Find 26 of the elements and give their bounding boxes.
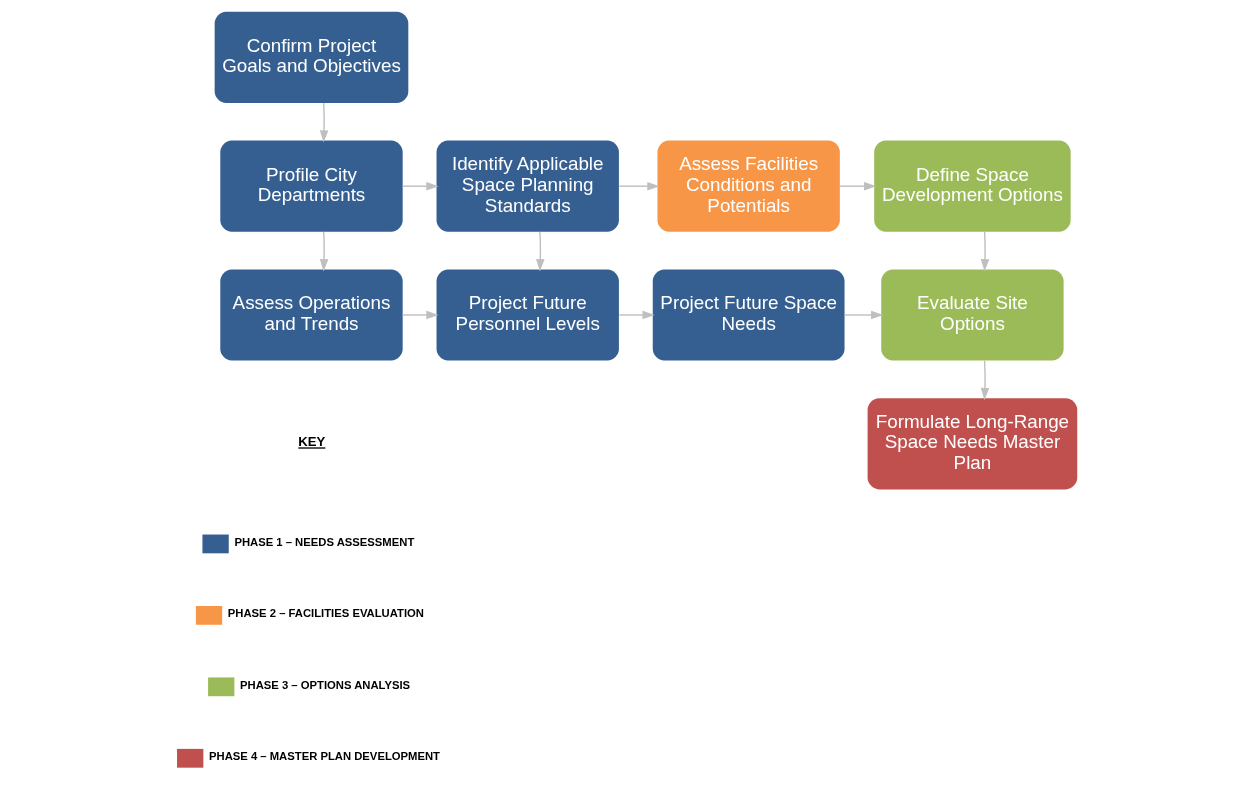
node-box: Evaluate Site Options <box>881 269 1064 361</box>
arrow <box>980 231 990 272</box>
node-box: Project Future Space Needs <box>652 269 845 361</box>
arrow <box>618 310 655 320</box>
arrow <box>980 360 990 401</box>
label: KEY <box>298 434 326 450</box>
arrow <box>402 310 439 320</box>
node-box: Formulate Long-Range Space Needs Master Plan <box>867 398 1078 490</box>
node-box: Project Future Personnel Levels <box>436 269 619 361</box>
legend-label: PHASE 1 – NEEDS ASSESSMENT <box>234 535 415 548</box>
node-box: Identify Applicable Space Planning Standards <box>436 140 619 232</box>
legend-label: PHASE 4 – MASTER PLAN DEVELOPMENT <box>209 750 440 763</box>
arrow <box>618 181 660 191</box>
legend-label: PHASE 2 – FACILITIES EVALUATION <box>227 607 424 620</box>
arrow <box>844 310 884 320</box>
arrow <box>536 231 545 272</box>
arrow <box>402 181 439 191</box>
arrow <box>839 181 877 191</box>
node-box: Assess Operations and Trends <box>220 269 403 361</box>
node-box: Define Space Development Options <box>874 140 1071 232</box>
arrow <box>319 102 329 143</box>
arrow <box>319 231 329 272</box>
legend-label: PHASE 3 – OPTIONS ANALYSIS <box>240 678 411 691</box>
node-box: Assess Facilities Conditions and Potentials <box>657 140 840 232</box>
node-box: Profile City Departments <box>220 140 403 232</box>
node-box: Confirm Project Goals and Objectives <box>214 11 409 103</box>
